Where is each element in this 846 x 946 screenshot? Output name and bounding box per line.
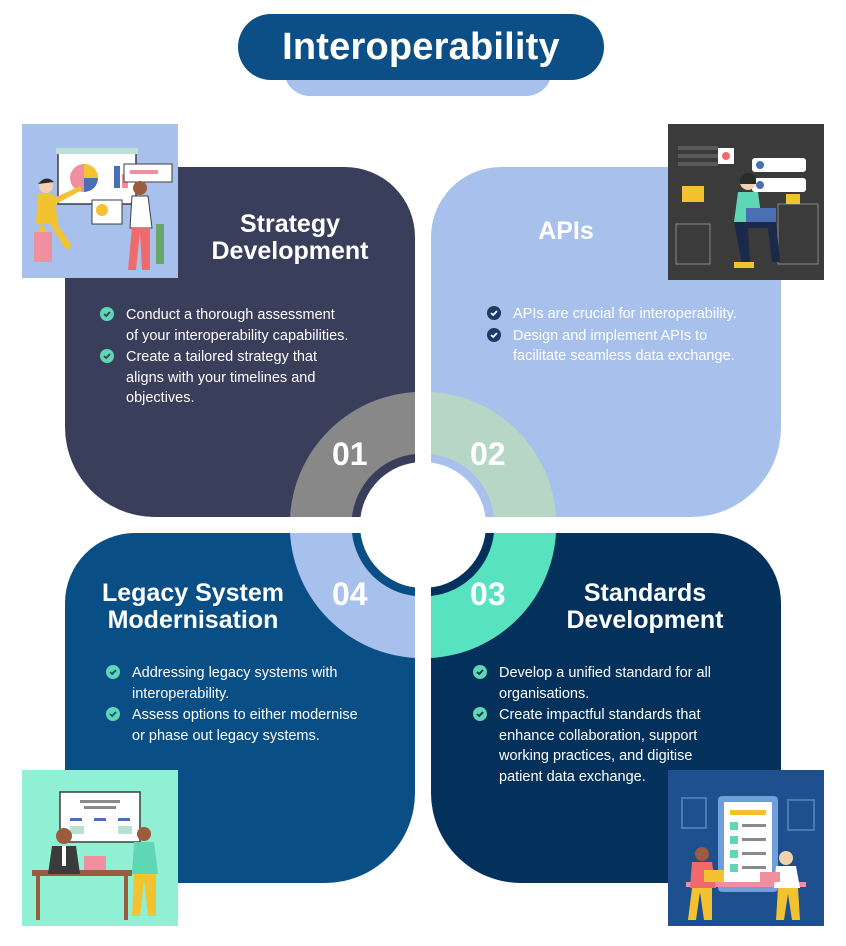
check-circle-icon	[106, 707, 120, 721]
heading-standards-development: Standards Development	[566, 579, 724, 634]
list-item: Conduct a thorough assessment of your in…	[100, 305, 350, 346]
bullets-standards-development: Develop a unified standard for all organ…	[473, 663, 733, 788]
ring-segment-04	[290, 533, 415, 658]
check-circle-icon	[106, 665, 120, 679]
check-circle-icon	[100, 349, 114, 363]
heading-legacy-system-modernisation: Legacy System Modernisation	[101, 579, 285, 634]
list-item: APIs are crucial for interoperability.	[487, 304, 747, 325]
section-number-04: 04	[332, 576, 368, 612]
meeting-illustration	[22, 770, 178, 926]
ring-segment-02	[431, 392, 556, 517]
page-title: Interoperability	[238, 14, 604, 80]
center-ring	[290, 392, 556, 658]
ring-segment-01	[290, 392, 415, 517]
check-circle-icon	[100, 307, 114, 321]
laptop-worker-illustration	[668, 124, 824, 280]
list-item: Develop a unified standard for all organ…	[473, 663, 733, 704]
list-item: Create a tailored strategy that aligns w…	[100, 347, 350, 409]
bullets-legacy-system-modernisation: Addressing legacy systems with interoper…	[106, 663, 366, 747]
section-number-03: 03	[470, 576, 506, 612]
section-number-01: 01	[332, 436, 368, 472]
bullets-apis: APIs are crucial for interoperability. D…	[487, 304, 747, 368]
heading-strategy-development: Strategy Development	[211, 210, 369, 265]
presentation-illustration	[22, 124, 178, 278]
check-circle-icon	[473, 707, 487, 721]
section-number-02: 02	[470, 436, 506, 472]
list-item: Create impactful standards that enhance …	[473, 705, 733, 787]
list-item: Design and implement APIs to facilitate …	[487, 326, 747, 367]
check-circle-icon	[487, 327, 501, 342]
list-item: Addressing legacy systems with interoper…	[106, 663, 366, 704]
page-title-text: Interoperability	[282, 25, 560, 68]
ring-segment-03	[431, 533, 556, 658]
bullets-strategy-development: Conduct a thorough assessment of your in…	[100, 305, 350, 410]
check-circle-icon	[473, 665, 487, 679]
team-workspace-illustration	[668, 770, 824, 926]
check-circle-icon	[487, 306, 501, 320]
list-item: Assess options to either modernise or ph…	[106, 705, 366, 746]
heading-apis: APIs	[538, 217, 594, 245]
